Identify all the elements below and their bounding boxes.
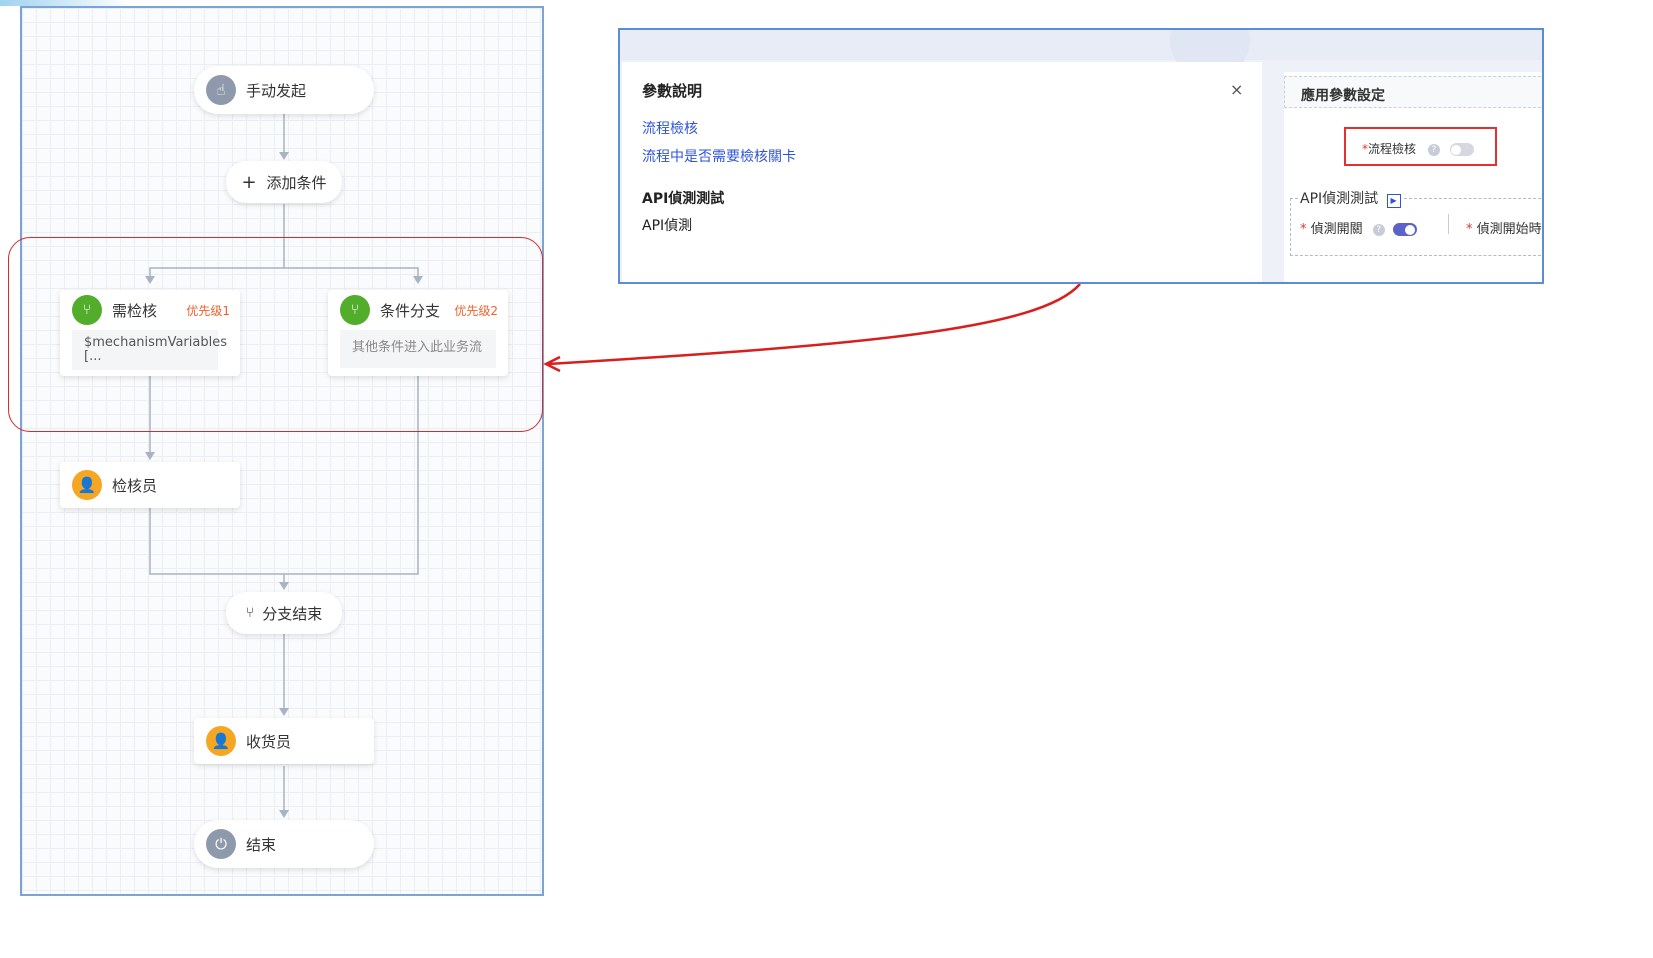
- inspector-node[interactable]: 👤 检核员: [60, 462, 240, 508]
- branch-icon: ⑂: [340, 295, 370, 325]
- detect-start-field: * 偵測開始時: [1466, 222, 1542, 237]
- drawer-title: 參數說明: [642, 82, 703, 100]
- play-icon[interactable]: ▶: [1386, 194, 1401, 208]
- settings-panel: 參數說明 × 流程檢核 流程中是否需要檢核關卡 API偵測測試 API偵測 應用…: [618, 28, 1544, 284]
- add-condition-button[interactable]: + 添加条件: [226, 161, 342, 203]
- user-icon: 👤: [72, 470, 102, 500]
- api-group-label: API偵測測試: [1300, 191, 1379, 207]
- branch-end-label: 分支结束: [262, 604, 323, 623]
- annotation-highlight-box: [1344, 127, 1497, 166]
- close-icon[interactable]: ×: [1230, 80, 1244, 99]
- condition-branch-2[interactable]: ⑂ 条件分支 优先级2 其他条件进入此业务流: [328, 290, 508, 376]
- end-node-label: 结束: [246, 835, 277, 854]
- branch-highlight-box: [8, 237, 543, 432]
- process-check-label: 流程檢核: [1368, 142, 1417, 156]
- hand-pointer-icon: ☝: [206, 75, 236, 105]
- detect-switch-toggle[interactable]: [1392, 223, 1417, 236]
- api-group-box: [1290, 198, 1542, 256]
- receiver-node[interactable]: 👤 收货员: [194, 718, 374, 764]
- end-node[interactable]: ⏻ 结束: [194, 820, 374, 868]
- param-item-title-process-check[interactable]: 流程檢核: [642, 121, 698, 137]
- branch2-condition: 其他条件进入此业务流: [340, 330, 496, 368]
- user-icon: 👤: [206, 726, 236, 756]
- branch2-title: 条件分支: [380, 301, 441, 320]
- detect-switch-field: * 偵測開關 ?: [1300, 218, 1417, 237]
- start-node[interactable]: ☝ 手动发起: [194, 66, 374, 114]
- help-icon: ?: [1372, 223, 1385, 236]
- merge-icon: ⑂: [245, 605, 255, 621]
- detect-switch-label: 偵測開關: [1310, 222, 1363, 237]
- power-icon: ⏻: [206, 829, 236, 859]
- receiver-label: 收货员: [246, 732, 292, 751]
- api-group-legend: API偵測測試 ▶: [1298, 188, 1403, 208]
- process-check-toggle[interactable]: [1449, 143, 1474, 156]
- param-item-title-api: API偵測測試: [642, 191, 725, 207]
- annotation-curve: [547, 283, 1081, 366]
- top-accent-band: [0, 0, 130, 6]
- plus-icon: +: [241, 171, 257, 193]
- detect-start-label: 偵測開始時: [1476, 222, 1542, 237]
- branch-icon: ⑂: [72, 295, 102, 325]
- param-item-desc-process-check: 流程中是否需要檢核關卡: [642, 149, 796, 165]
- condition-branch-1[interactable]: ⑂ 需检核 优先级1 $mechanismVariables [...: [60, 290, 240, 376]
- branch2-priority: 优先级2: [454, 303, 498, 318]
- branch1-priority: 优先级1: [186, 303, 230, 318]
- help-icon: ?: [1427, 143, 1440, 156]
- branch1-condition: $mechanismVariables [...: [72, 330, 227, 370]
- start-node-label: 手动发起: [246, 81, 307, 100]
- process-check-field: *流程檢核 ?: [1362, 140, 1474, 157]
- param-item-desc-api: API偵測: [642, 218, 693, 234]
- parameter-drawer: [622, 62, 1262, 282]
- branch-end-node[interactable]: ⑂ 分支结束: [226, 592, 342, 634]
- settings-tab[interactable]: 應用參數設定: [1284, 76, 1542, 108]
- branch1-title: 需检核: [112, 301, 158, 320]
- inspector-label: 检核员: [112, 476, 158, 495]
- add-condition-label: 添加条件: [266, 173, 327, 192]
